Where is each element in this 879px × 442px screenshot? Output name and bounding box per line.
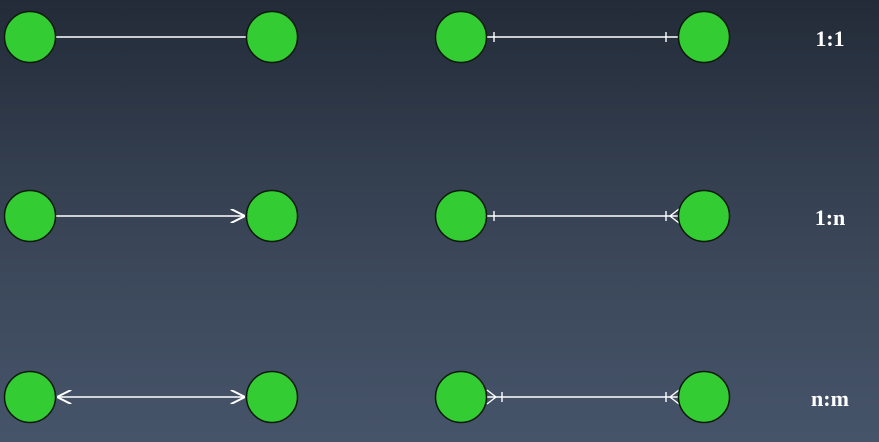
node-row1-a: [3, 10, 57, 64]
node-row2-b: [245, 189, 299, 243]
crowfoot-row3-right: [669, 389, 680, 405]
cardinality-label-many-to-many: n:m: [811, 386, 849, 411]
node-row1-c: [434, 10, 488, 64]
node-row3-b: [245, 370, 299, 424]
crowfoot-row2-right: [669, 208, 680, 224]
node-row3-a: [3, 370, 57, 424]
nodes: [3, 10, 731, 424]
cardinality-label-one-to-one: 1:1: [815, 26, 845, 51]
crowfoot-row3-left: [486, 389, 497, 405]
node-row2-d: [677, 189, 731, 243]
node-row1-d: [677, 10, 731, 64]
cardinality-label-one-to-many: 1:n: [814, 205, 846, 230]
node-row3-c: [434, 370, 488, 424]
node-row1-b: [245, 10, 299, 64]
node-row2-a: [3, 189, 57, 243]
node-row3-d: [677, 370, 731, 424]
node-row2-c: [434, 189, 488, 243]
